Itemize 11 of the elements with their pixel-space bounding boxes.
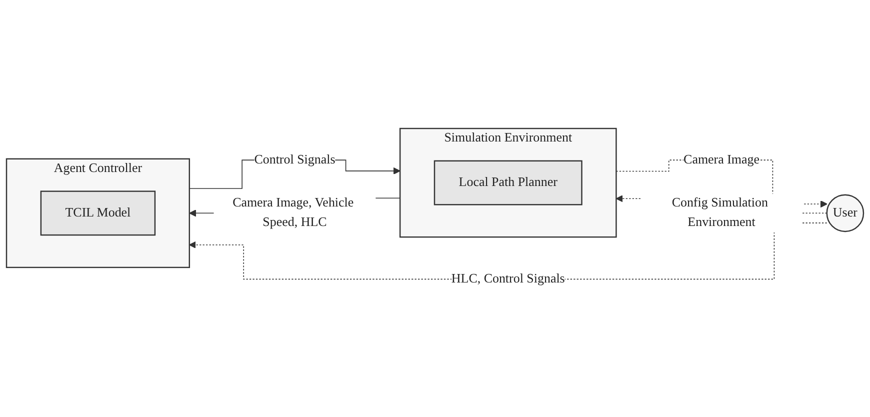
node-circle xyxy=(826,194,864,232)
cluster xyxy=(6,158,190,268)
diagram: Control Signals Camera Image Camera Image, Vehicle Speed, HLC Config Simulation Environment HLC, Control Signals Agent Controller TCIL Model Simulation Environment Local Path Planner User xyxy=(0,122,870,296)
edge-label: HLC, Control Signals xyxy=(451,272,565,286)
node-box xyxy=(434,160,582,206)
edge-label: Config Simulation Environment xyxy=(672,196,768,230)
edge-label: Camera Image, Vehicle Speed, HLC xyxy=(232,196,354,230)
cluster xyxy=(399,128,617,238)
edge-label: Camera Image xyxy=(684,152,760,166)
edge-label: Control Signals xyxy=(254,152,336,166)
node-box xyxy=(40,190,156,236)
